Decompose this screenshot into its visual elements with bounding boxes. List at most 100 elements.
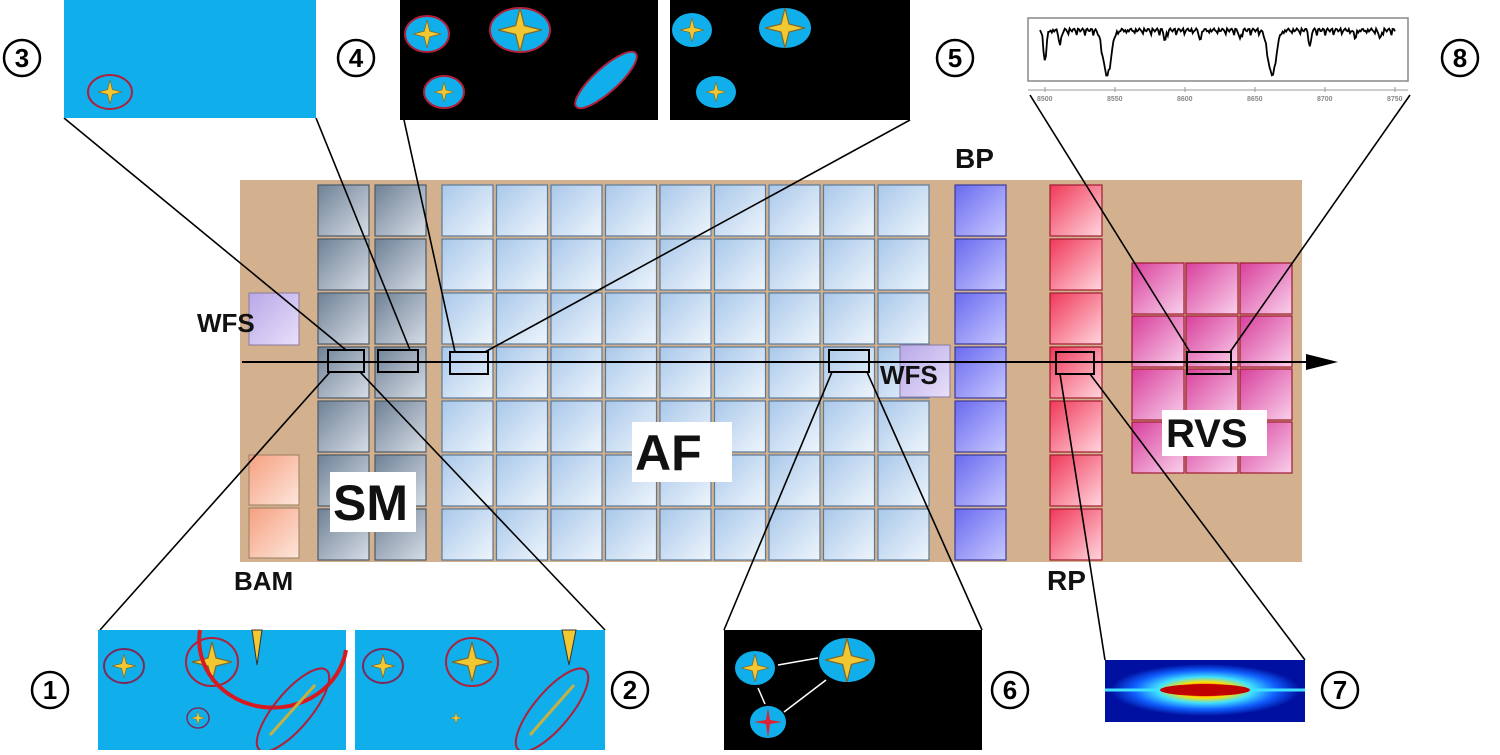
af-ccd [441,184,494,237]
spectrum-tick-label: 8500 [1037,96,1053,103]
af-ccd [659,346,712,399]
af-ccd [550,454,603,507]
bp-ccd [954,400,1007,453]
af-ccd [441,292,494,345]
inset-3-sky-panel [64,0,316,118]
sm-label: SM [333,475,408,531]
callout-8: 8 [1440,38,1480,78]
af-ccd [604,346,658,399]
numbered-callouts: 1 2 3 4 5 6 7 8 [2,38,1480,710]
af-ccd [550,184,603,237]
af-ccd [877,454,930,507]
scan-direction-arrow [242,354,1338,370]
af-label: AF [635,425,702,481]
svg-text:8: 8 [1453,43,1467,73]
rp-label: RP [1047,565,1086,596]
af-ccd [877,292,930,345]
af-ccd [768,400,821,453]
svg-text:7: 7 [1333,675,1347,705]
svg-text:1: 1 [43,675,57,705]
rp-ccd [1049,292,1103,345]
bp-ccd [954,508,1007,561]
rvs-label: RVS [1166,412,1248,456]
af-ccd [713,238,767,291]
inset-8-rvs-spectrum: 8500 8550 8600 8650 8700 8750 [1027,17,1409,103]
spectrum-tick-label: 8600 [1177,96,1193,103]
af-ccd [713,184,767,237]
svg-text:6: 6 [1003,675,1017,705]
af-ccd [713,346,767,399]
inset-1-sky-panel [98,629,348,753]
af-ccd [768,238,821,291]
bp-ccd [954,184,1007,237]
af-ccd [441,454,494,507]
connector-lines [63,94,1411,661]
af-ccd [604,184,658,237]
bam-ccds [248,454,300,559]
rvs-ccd [1239,315,1293,368]
af-ccd [604,292,658,345]
spectrum-line [1039,26,1396,77]
rp-ccd [1049,184,1103,237]
spectrum-tick-label: 8700 [1317,96,1333,103]
bam-label: BAM [234,566,293,596]
inset-5-black-panel [670,0,910,120]
spectrum-tick-label: 8550 [1107,96,1123,103]
sm-ccd [374,292,427,345]
af-ccd [822,508,876,561]
bp-ccd [954,454,1007,507]
sm-ccd [374,400,427,453]
af-ccd [822,184,876,237]
af-ccd [441,508,494,561]
wfs-left-label: WFS [197,308,255,338]
spectrum-tick-label: 8750 [1387,96,1403,103]
af-ccd [495,508,549,561]
svg-text:4: 4 [349,43,364,73]
bp-label: BP [955,143,994,174]
af-ccd [441,238,494,291]
callout-7: 7 [1320,670,1360,710]
af-ccd [550,238,603,291]
rvs-ccd [1131,315,1185,368]
af-ccd [495,400,549,453]
svg-text:5: 5 [948,43,962,73]
af-ccd [495,454,549,507]
af-ccd [495,238,549,291]
bp-ccd [954,292,1007,345]
spectrum-tick-label: 8650 [1247,96,1263,103]
af-ccd-grid [441,184,930,561]
af-ccd [441,400,494,453]
af-ccd [659,508,712,561]
bp-ccd-column [954,184,1007,561]
wfs-ccd-right [899,344,951,398]
af-ccd [550,292,603,345]
bp-ccd [954,238,1007,291]
af-ccd [659,292,712,345]
inset-6-black-panel [724,630,982,750]
af-ccd [768,346,821,399]
sm-ccd [317,238,370,291]
af-ccd [768,508,821,561]
af-ccd [822,454,876,507]
callout-3: 3 [2,38,42,78]
rvs-ccd [1185,262,1239,315]
sm-label-bg [330,472,416,532]
af-ccd [877,508,930,561]
rvs-label-bg [1162,410,1267,456]
callout-5: 5 [935,38,975,78]
af-ccd [713,508,767,561]
spectrum-axis-ticks: 8500 8550 8600 8650 8700 8750 [1037,87,1403,103]
svg-text:2: 2 [623,675,637,705]
callout-6: 6 [990,670,1030,710]
af-ccd [822,400,876,453]
wfs-ccd-left [248,292,300,346]
af-ccd [822,238,876,291]
rp-ccd-column [1049,184,1103,561]
sm-ccd [374,184,427,237]
svg-text:3: 3 [15,43,29,73]
af-ccd [550,508,603,561]
rp-ccd [1049,508,1103,561]
callout-2: 2 [610,670,650,710]
af-ccd [495,184,549,237]
af-ccd [550,400,603,453]
